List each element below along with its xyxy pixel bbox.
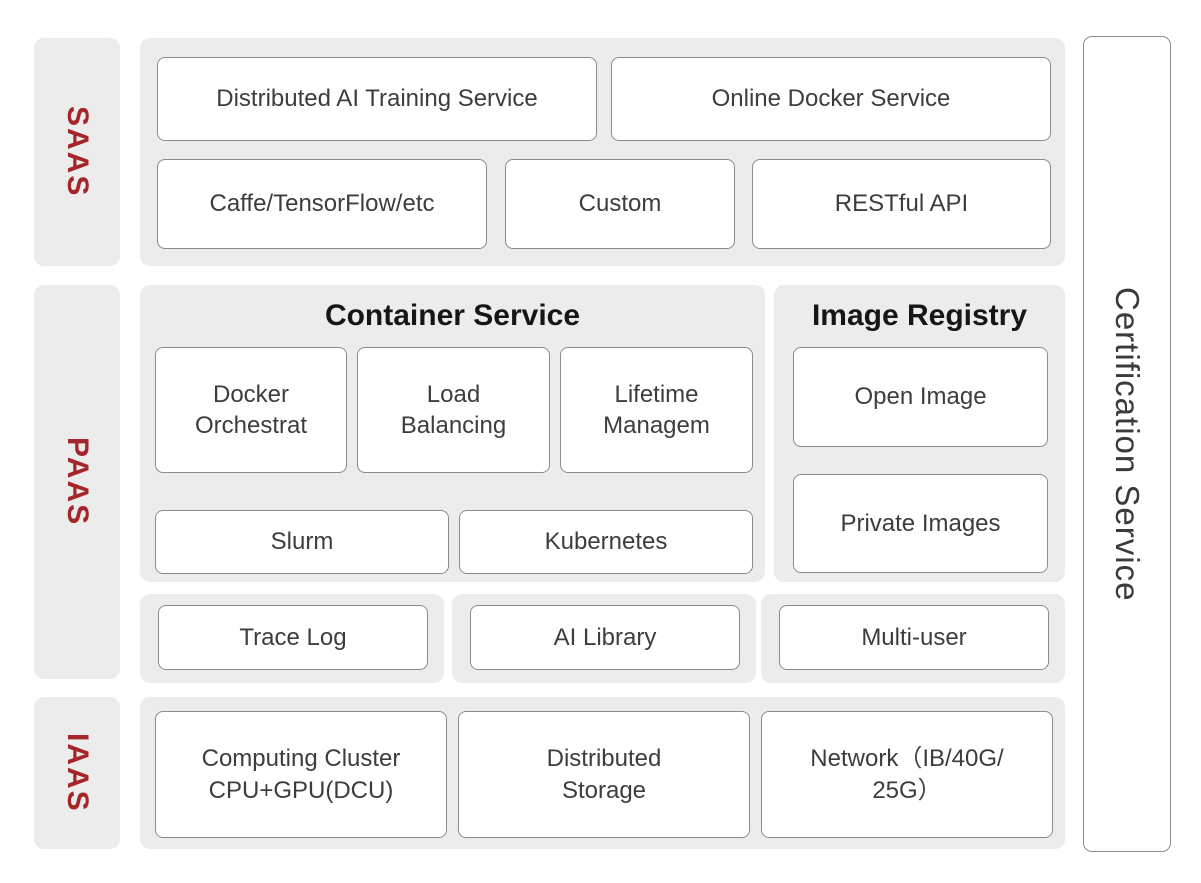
box-docker-orchestrat-label: Docker Orchestrat bbox=[194, 380, 308, 439]
box-trace-log: Trace Log bbox=[158, 605, 428, 670]
container-service-panel: Container Service Docker Orchestrat Load… bbox=[140, 285, 765, 582]
multi-user-panel: Multi-user bbox=[761, 594, 1065, 683]
box-lifetime-managem-label: Lifetime Managem bbox=[603, 380, 710, 439]
box-distributed-storage: Distributed Storage bbox=[458, 711, 750, 838]
box-private-images: Private Images bbox=[793, 474, 1048, 573]
box-online-docker-service-label: Online Docker Service bbox=[711, 85, 951, 113]
iaas-panel: Computing Cluster CPU+GPU(DCU) Distribut… bbox=[140, 697, 1065, 849]
box-multi-user-label: Multi-user bbox=[861, 623, 967, 651]
box-docker-orchestrat: Docker Orchestrat bbox=[155, 347, 347, 473]
box-multi-user: Multi-user bbox=[779, 605, 1049, 670]
box-custom: Custom bbox=[505, 159, 735, 249]
box-network-label: Network（IB/40G/ 25G） bbox=[810, 745, 1004, 804]
box-open-image-label: Open Image bbox=[854, 383, 987, 411]
layer-label-iaas-text: IAAS bbox=[61, 733, 94, 813]
container-service-title: Container Service bbox=[324, 299, 581, 332]
box-open-image: Open Image bbox=[793, 347, 1048, 447]
saas-panel: Distributed AI Training Service Online D… bbox=[140, 38, 1065, 266]
box-caffe-tensorflow-etc: Caffe/TensorFlow/etc bbox=[157, 159, 487, 249]
layer-label-paas: PAAS bbox=[34, 285, 120, 679]
image-registry-title: Image Registry bbox=[811, 299, 1028, 332]
box-kubernetes-label: Kubernetes bbox=[544, 528, 668, 556]
box-load-balancing: Load Balancing bbox=[357, 347, 550, 473]
certification-service-label: Certification Service bbox=[1109, 286, 1146, 602]
box-ai-library: AI Library bbox=[470, 605, 740, 670]
box-slurm: Slurm bbox=[155, 510, 449, 574]
box-restful-api: RESTful API bbox=[752, 159, 1051, 249]
box-online-docker-service: Online Docker Service bbox=[611, 57, 1051, 141]
layer-label-iaas: IAAS bbox=[34, 697, 120, 849]
image-registry-panel: Image Registry Open Image Private Images bbox=[774, 285, 1065, 582]
box-ai-library-label: AI Library bbox=[553, 623, 657, 651]
box-kubernetes: Kubernetes bbox=[459, 510, 753, 574]
box-slurm-label: Slurm bbox=[270, 528, 334, 556]
box-lifetime-managem: Lifetime Managem bbox=[560, 347, 753, 473]
ai-library-panel: AI Library bbox=[452, 594, 756, 683]
box-trace-log-label: Trace Log bbox=[239, 623, 347, 651]
box-network: Network（IB/40G/ 25G） bbox=[761, 711, 1053, 838]
layer-label-paas-text: PAAS bbox=[61, 437, 94, 527]
box-custom-label: Custom bbox=[578, 190, 662, 218]
certification-service-panel: Certification Service bbox=[1083, 36, 1171, 852]
trace-log-panel: Trace Log bbox=[140, 594, 444, 683]
box-caffe-tensorflow-etc-label: Caffe/TensorFlow/etc bbox=[209, 190, 435, 218]
box-load-balancing-label: Load Balancing bbox=[400, 380, 507, 439]
box-distributed-storage-label: Distributed Storage bbox=[546, 745, 662, 804]
box-distributed-ai-training-service: Distributed AI Training Service bbox=[157, 57, 597, 141]
box-private-images-label: Private Images bbox=[840, 509, 1001, 537]
box-computing-cluster-label: Computing Cluster CPU+GPU(DCU) bbox=[201, 745, 401, 804]
box-restful-api-label: RESTful API bbox=[834, 190, 969, 218]
layer-label-saas: SAAS bbox=[34, 38, 120, 266]
box-computing-cluster: Computing Cluster CPU+GPU(DCU) bbox=[155, 711, 447, 838]
box-distributed-ai-training-service-label: Distributed AI Training Service bbox=[216, 85, 538, 113]
layer-label-saas-text: SAAS bbox=[61, 106, 94, 198]
